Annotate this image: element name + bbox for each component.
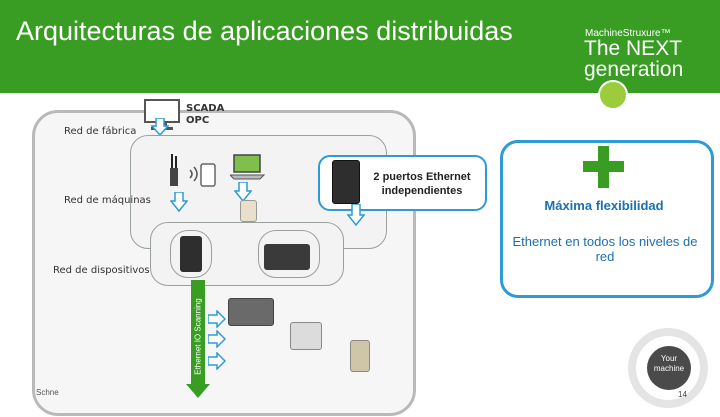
arrow-right-icon (208, 352, 226, 370)
benefit-headline: Máxima flexibilidad (544, 198, 664, 213)
brand-tagline: The NEXT generation (584, 37, 684, 81)
benefit-detail: Ethernet en todos los niveles de red (512, 234, 698, 264)
sensor-module (350, 340, 370, 372)
device-network-label: Red de dispositivos (53, 265, 150, 276)
brand-name: MachineStruxure™ (585, 28, 671, 39)
plus-icon-bar (583, 161, 624, 172)
drive-module (228, 298, 274, 326)
arrow-down-icon (347, 204, 365, 226)
page-title: Arquitecturas de aplicaciones distribuid… (16, 16, 513, 46)
footer-text: Schne (36, 388, 59, 397)
io-rack (290, 322, 322, 350)
hmi-panel (264, 244, 310, 270)
arrow-down-icon (170, 192, 188, 212)
wireless-devices-icon (170, 154, 216, 187)
cycle-ring (628, 328, 708, 408)
machine-network-label: Red de máquinas (64, 195, 151, 206)
dual-ethernet-note: 2 puertos Ethernet independientes (373, 171, 471, 197)
io-module (240, 200, 257, 222)
arrow-right-icon (208, 330, 226, 348)
page-number: 14 (678, 390, 687, 399)
header-banner: Arquitecturas de aplicaciones distribuid… (0, 0, 720, 93)
factory-network-label: Red de fábrica (64, 126, 137, 137)
brand-dot-icon (598, 80, 628, 110)
bus-arrow-icon (186, 384, 210, 398)
scada-label: SCADA OPC (186, 103, 225, 126)
arrow-down-icon (234, 182, 252, 202)
arrow-down-icon (151, 118, 169, 136)
laptop-icon (230, 154, 266, 180)
badge-text: Your machine (653, 354, 685, 373)
ethernet-bus (191, 280, 205, 386)
bus-label: Ethernet IO Scanning (193, 298, 203, 375)
arrow-right-icon (208, 310, 226, 328)
plc-controller (180, 236, 202, 272)
plc-controller (332, 160, 360, 204)
machine-badge (647, 346, 691, 390)
